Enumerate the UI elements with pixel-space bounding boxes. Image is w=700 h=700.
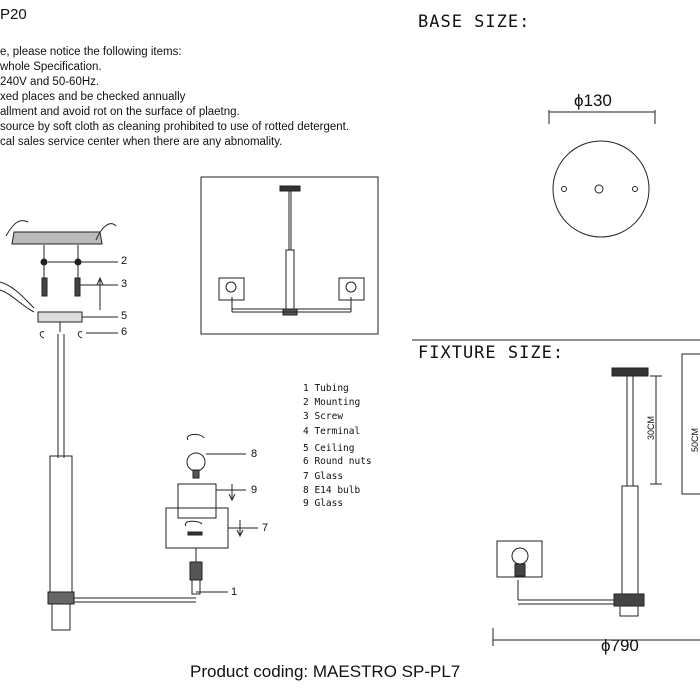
bulb-and-shade-detail bbox=[165, 433, 258, 595]
legend-item: 1 Tubing bbox=[303, 383, 349, 394]
callout-number: 6 bbox=[121, 326, 128, 338]
fixture-size-drawing bbox=[492, 353, 700, 646]
callout-number: 7 bbox=[262, 522, 269, 534]
product-coding: Product coding: MAESTRO SP-PL7 bbox=[190, 662, 461, 681]
legend-item: 9 Glass bbox=[303, 498, 344, 509]
fixture-size-heading: FIXTURE SIZE: bbox=[418, 343, 565, 363]
callout-number: 2 bbox=[121, 255, 128, 267]
callout-number: 1 bbox=[231, 586, 238, 598]
fixture-height-inner-label: 30CM bbox=[646, 415, 656, 440]
fixture-thumbnail bbox=[200, 176, 379, 335]
note-line: xed places and be checked annually bbox=[0, 91, 186, 103]
legend-item: 5 Ceiling bbox=[303, 443, 355, 454]
callout-number: 3 bbox=[121, 278, 128, 290]
fixture-width-label: ϕ790 bbox=[601, 636, 639, 655]
base-size-heading: BASE SIZE: bbox=[418, 12, 531, 32]
legend-item: 3 Screw bbox=[303, 411, 344, 422]
note-line: whole Specification. bbox=[0, 61, 102, 73]
base-size-drawing bbox=[548, 110, 656, 238]
callout-number: 9 bbox=[251, 484, 258, 496]
legend-item: 2 Mounting bbox=[303, 397, 361, 408]
ceiling-detail bbox=[0, 220, 118, 339]
product-code-fragment: P20 bbox=[0, 6, 27, 23]
legend-item: 4 Terminal bbox=[303, 426, 361, 437]
pendant-body bbox=[47, 334, 228, 631]
callout-number: 5 bbox=[121, 310, 128, 322]
note-line: 240V and 50-60Hz. bbox=[0, 76, 100, 88]
note-line: e, please notice the following items: bbox=[0, 46, 182, 58]
note-line: cal sales service center when there are … bbox=[0, 136, 283, 148]
note-line: allment and avoid rot on the surface of … bbox=[0, 106, 240, 118]
callout-number: 8 bbox=[251, 448, 258, 460]
base-diameter-label: ϕ130 bbox=[574, 91, 612, 110]
fixture-height-outer-label: 50CM bbox=[690, 427, 700, 452]
legend-item: 8 E14 bulb bbox=[303, 485, 361, 496]
legend-item: 6 Round nuts bbox=[303, 456, 372, 467]
note-line: source by soft cloth as cleaning prohibi… bbox=[0, 121, 350, 133]
legend-item: 7 Glass bbox=[303, 471, 344, 482]
